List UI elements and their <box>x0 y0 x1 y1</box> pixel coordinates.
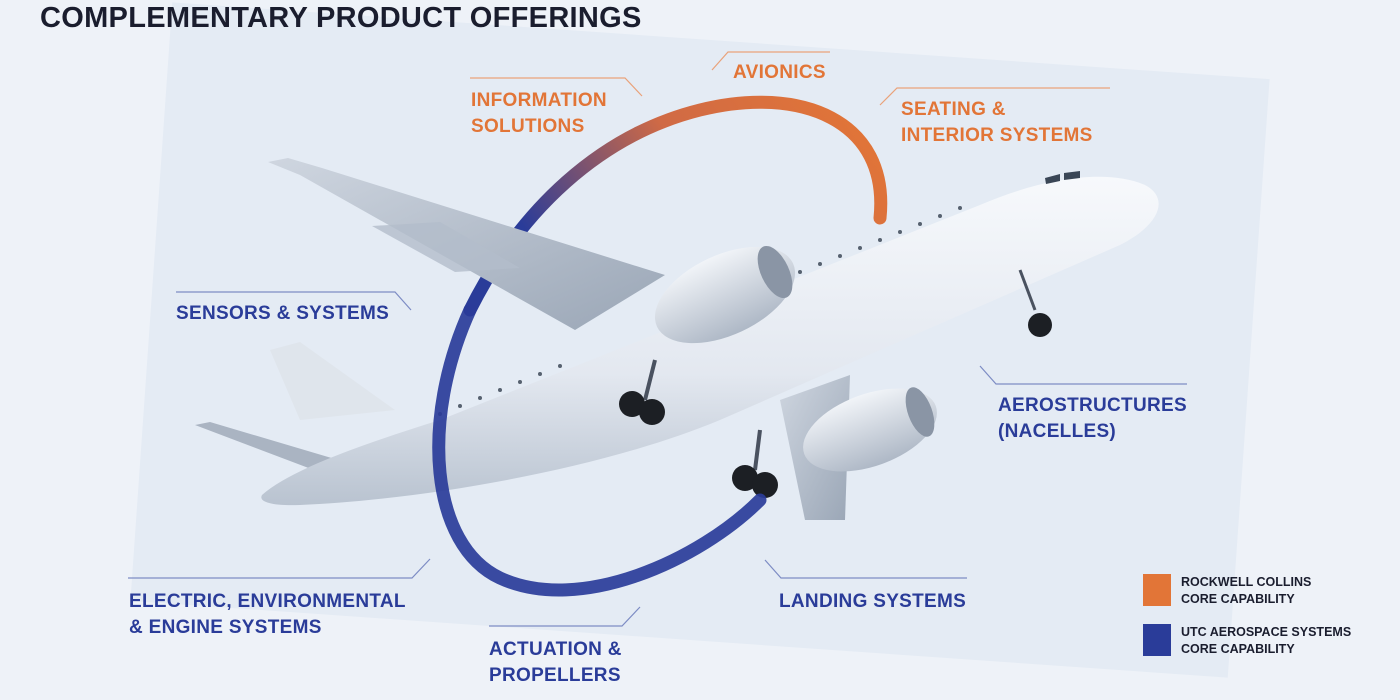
capability-ring-front <box>432 303 767 597</box>
leader-sensors-systems <box>176 291 412 311</box>
capability-ring-back <box>463 95 888 317</box>
aircraft-illustration <box>195 158 1159 520</box>
legend-swatch-blue <box>1143 624 1171 656</box>
capability-sensors-systems: SENSORS & SYSTEMS <box>176 303 390 324</box>
legend-label: ROCKWELL COLLINS CORE CAPABILITY <box>1181 575 1312 606</box>
capability-information-solutions: INFORMATION SOLUTIONS <box>471 90 607 137</box>
leader-electric-environmental <box>128 558 431 579</box>
leader-aerostructures <box>979 365 1187 385</box>
horizontal-stabilizer <box>195 422 345 478</box>
landing-gear <box>619 269 1052 498</box>
leader-information-solutions <box>470 77 643 97</box>
capability-actuation-propellers: ACTUATION & PROPELLERS <box>489 639 622 686</box>
vertical-tail <box>270 342 395 420</box>
capability-electric-environmental: ELECTRIC, ENVIRONMENTAL & ENGINE SYSTEMS <box>129 591 406 638</box>
page-title: COMPLEMENTARY PRODUCT OFFERINGS <box>40 2 642 34</box>
engine-lower <box>803 388 937 472</box>
capability-seating-interior: SEATING & INTERIOR SYSTEMS <box>901 99 1093 146</box>
capability-avionics: AVIONICS <box>733 62 826 83</box>
capability-landing-systems: LANDING SYSTEMS <box>779 591 967 612</box>
leader-actuation-propellers <box>489 606 641 627</box>
legend-swatch-orange <box>1143 574 1171 606</box>
capability-aerostructures: AEROSTRUCTURES (NACELLES) <box>998 395 1187 442</box>
leader-landing-systems <box>764 559 967 579</box>
leader-seating-interior <box>879 87 1110 106</box>
leader-avionics <box>711 51 830 71</box>
legend-label: UTC AEROSPACE SYSTEMS CORE CAPABILITY <box>1181 625 1352 656</box>
